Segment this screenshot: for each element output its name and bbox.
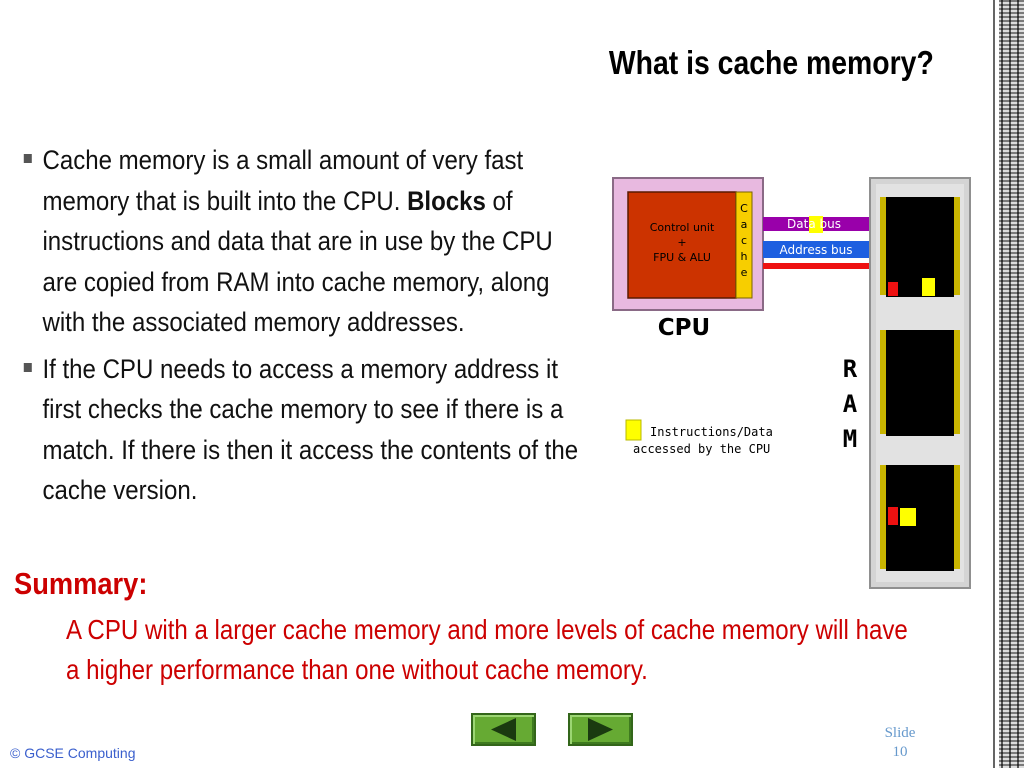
ram-letter: R	[843, 355, 858, 383]
ram-red-marker	[888, 507, 898, 525]
bullet-text: Cache memory is a small amount of very f…	[42, 145, 524, 216]
copyright-text: © GCSE Computing	[10, 745, 136, 761]
summary-heading: Summary:	[14, 566, 148, 601]
control-unit-plus: +	[677, 236, 686, 249]
cache-letter: C	[740, 202, 748, 215]
fpu-alu-label: FPU & ALU	[653, 251, 711, 264]
legend-label-line2: accessed by the CPU	[633, 442, 770, 456]
ram-letter: A	[843, 390, 858, 418]
address-bus	[763, 241, 870, 258]
triangle-right-icon	[588, 718, 613, 741]
next-slide-button[interactable]	[568, 713, 633, 746]
bullet-text: If the CPU needs to access a memory addr…	[42, 353, 579, 506]
cache-letter: e	[741, 266, 748, 279]
bullet-bold-text: Blocks	[407, 185, 486, 216]
control-unit-label: Control unit	[650, 221, 715, 234]
cpu-label: CPU	[658, 315, 710, 341]
ram-chip-pins	[880, 197, 960, 569]
data-bus-highlight	[809, 216, 823, 233]
slide-label: Slide	[884, 725, 916, 741]
red-connector	[763, 263, 870, 269]
bullet-list: Cache memory is a small amount of very f…	[22, 140, 592, 517]
bullet-item-cache-definition: Cache memory is a small amount of very f…	[22, 140, 592, 343]
slide-number-value: 10	[892, 744, 908, 760]
cpu-cache-ram-diagram: Control unit + FPU & ALU C a c h e CPU D…	[612, 177, 971, 589]
slide-title: What is cache memory?	[609, 44, 934, 81]
slide-number: Slide 10	[872, 724, 928, 762]
ram-highlighted-data	[922, 278, 935, 296]
square-bullet-icon	[23, 362, 32, 372]
bullet-item-cache-lookup: If the CPU needs to access a memory addr…	[22, 349, 592, 511]
cache-block	[735, 191, 753, 299]
square-bullet-icon	[23, 154, 32, 163]
ram-chip	[886, 330, 954, 436]
ram-letter: M	[843, 425, 857, 453]
ram-chip	[886, 197, 954, 297]
ram-highlighted-data	[900, 508, 916, 526]
cache-letter: c	[741, 234, 747, 247]
summary-text: A CPU with a larger cache memory and mor…	[66, 614, 908, 685]
cache-letter: h	[741, 250, 748, 263]
data-bus-label: Data bus	[787, 217, 841, 231]
legend-label-line1: Instructions/Data	[650, 425, 773, 439]
ram-red-marker	[888, 282, 898, 296]
address-bus-label: Address bus	[779, 243, 852, 257]
previous-slide-button[interactable]	[471, 713, 536, 746]
decorative-edge-texture	[999, 0, 1024, 768]
legend-swatch	[625, 419, 642, 441]
bullet-text: of instructions and data that are in use…	[42, 185, 553, 338]
triangle-left-icon	[491, 718, 516, 741]
cache-letter: a	[741, 218, 748, 231]
